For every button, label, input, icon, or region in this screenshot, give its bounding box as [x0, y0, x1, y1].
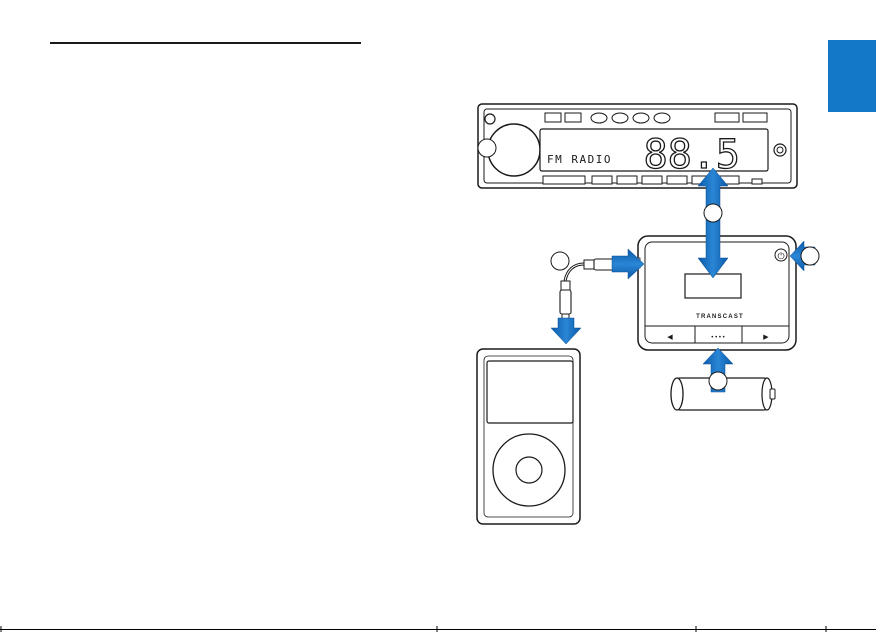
next-icon: ▶: [763, 333, 769, 341]
radio-band-label: FM RADIO: [547, 153, 612, 166]
transmitter-center-button: • • • •: [711, 335, 724, 341]
step-callout: [478, 139, 496, 157]
media-player: [477, 349, 580, 524]
step-callout: [704, 204, 722, 222]
player-screen: [487, 361, 573, 423]
prev-icon: ◀: [667, 333, 673, 341]
step-callout: [709, 372, 727, 390]
radio-frequency: 88.5: [644, 132, 740, 178]
transmitter-brand: TRANSCAST: [696, 314, 744, 320]
player-arrow: [551, 318, 581, 344]
step-callout: [801, 247, 819, 265]
radio-small-knob: [485, 114, 495, 124]
page-bottom-ticks: [0, 626, 876, 632]
signal-arrow: [698, 168, 728, 278]
step-callout: [551, 252, 569, 270]
car-radio: FM RADIO 88.5: [478, 104, 797, 188]
power-icon: ⏻: [777, 251, 784, 262]
